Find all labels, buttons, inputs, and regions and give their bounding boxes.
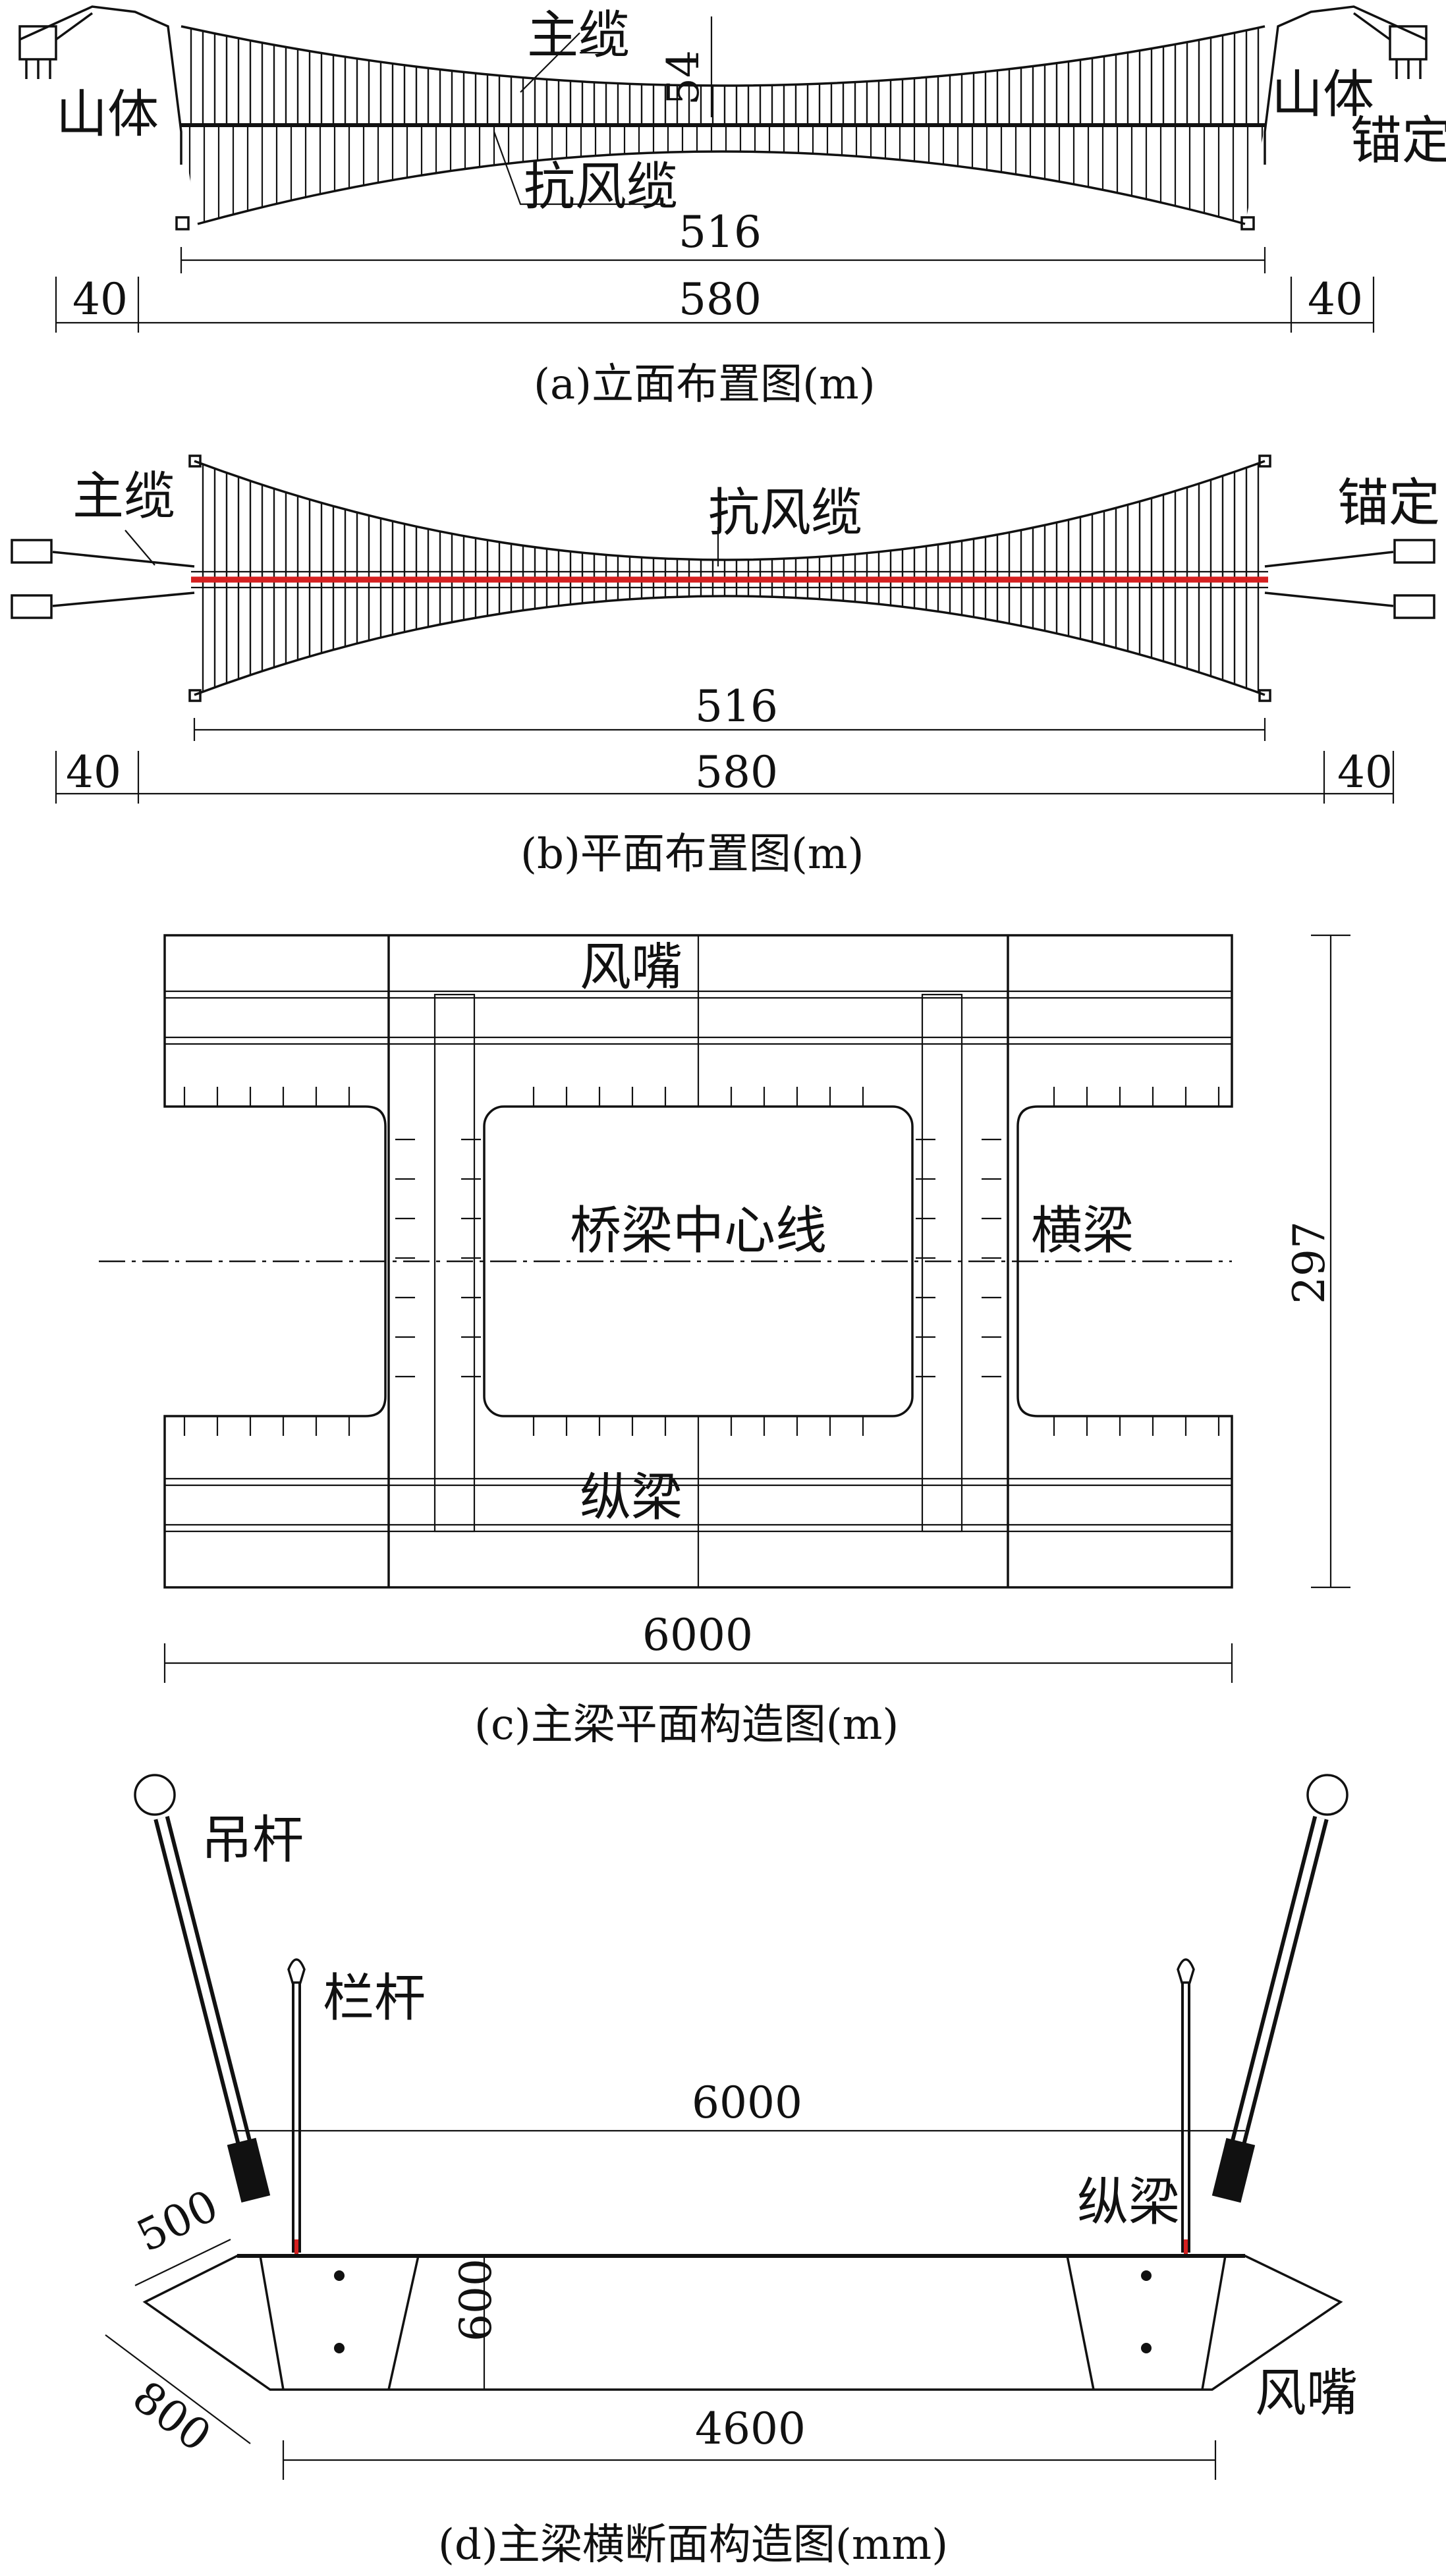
main-cable-plan-l1 bbox=[52, 551, 195, 568]
main-cable bbox=[181, 25, 1265, 87]
dim-40-right-b: 40 bbox=[1337, 747, 1393, 798]
dim-800: 800 bbox=[123, 2371, 220, 2461]
hanger-right bbox=[1211, 1774, 1349, 2203]
label-wind-nose-d: 风嘴 bbox=[1255, 2364, 1358, 2423]
wind-cable-bottom bbox=[194, 595, 1265, 696]
wind-cable-top bbox=[194, 460, 1265, 561]
caption-b: (b)平面布置图(m) bbox=[520, 830, 864, 879]
anchor-left-icon bbox=[18, 12, 94, 79]
label-mountain-right: 山体 bbox=[1271, 65, 1374, 124]
deck-outline bbox=[163, 934, 1233, 1589]
railing-left bbox=[287, 1958, 306, 2256]
label-main-cable: 主缆 bbox=[527, 6, 630, 65]
main-cable-plan-r1 bbox=[1264, 551, 1394, 568]
panel-a-elevation: 主缆 山体 山体 锚定 抗风缆 54 516 40 580 40 (a)立面布置… bbox=[18, 5, 1446, 409]
dim-4600: 4600 bbox=[695, 2403, 806, 2454]
dim-297: 297 bbox=[1284, 1221, 1335, 1304]
dim-580-b: 580 bbox=[695, 747, 778, 798]
dim-516-b: 516 bbox=[695, 681, 778, 732]
main-cable-plan-l2 bbox=[52, 591, 195, 607]
label-railing: 栏杆 bbox=[323, 1969, 426, 2028]
label-cross-beam: 横梁 bbox=[1031, 1201, 1134, 1261]
mountain-right bbox=[1264, 5, 1427, 165]
dim-500: 500 bbox=[129, 2180, 226, 2262]
panel-d-cross-section: 6000 500 800 600 4600 吊杆 栏杆 纵梁 风嘴 (d)主梁横… bbox=[105, 1774, 1358, 2569]
dim-40-left-b: 40 bbox=[66, 747, 121, 798]
panel-b-plan: 主缆 抗风缆 锚定 516 40 580 40 (b)平面布置图(m) bbox=[11, 454, 1440, 879]
dim-516-a: 516 bbox=[679, 207, 762, 258]
dim-580-a: 580 bbox=[679, 274, 762, 325]
label-long-beam-d: 纵梁 bbox=[1077, 2173, 1180, 2232]
railing-right bbox=[1177, 1958, 1195, 2256]
dim-600: 600 bbox=[451, 2259, 501, 2342]
dim-40-right-a: 40 bbox=[1308, 274, 1363, 325]
label-main-cable-b: 主缆 bbox=[72, 467, 175, 526]
plan-top-hatch bbox=[194, 461, 1265, 580]
anchor-plan-lt bbox=[11, 539, 53, 564]
wind-anchor-right bbox=[1240, 216, 1255, 231]
cross-beam-right bbox=[921, 993, 963, 1533]
label-long-beam-c: 纵梁 bbox=[580, 1468, 682, 1527]
anchor-plan-lb bbox=[11, 594, 53, 619]
rib-ticks bbox=[183, 1087, 1220, 1436]
cross-beam-left bbox=[433, 993, 476, 1533]
dim-sag: 54 bbox=[658, 50, 709, 105]
caption-a: (a)立面布置图(m) bbox=[534, 360, 876, 409]
anchor-right-icon bbox=[1352, 12, 1428, 79]
hanger-left bbox=[134, 1774, 271, 2203]
panel-c-deck-plan: 风嘴 桥梁中心线 横梁 纵梁 297 6000 (c)主梁平面构造图(m) bbox=[99, 934, 1350, 1749]
anchor-plan-rt bbox=[1393, 539, 1435, 564]
plan-bottom-hatch bbox=[194, 580, 1265, 695]
dim-6000-d: 6000 bbox=[692, 2077, 802, 2128]
caption-c: (c)主梁平面构造图(m) bbox=[474, 1701, 899, 1749]
label-anchor-b: 锚定 bbox=[1337, 474, 1440, 533]
label-wind-cable-b: 抗风缆 bbox=[708, 483, 862, 543]
dim-6000-c: 6000 bbox=[642, 1610, 753, 1660]
main-cable-plan-r2 bbox=[1264, 591, 1394, 607]
label-wind-nose-c: 风嘴 bbox=[580, 938, 682, 997]
label-mountain-left: 山体 bbox=[56, 85, 159, 144]
wind-cable-ties bbox=[181, 126, 1265, 224]
label-anchor-a: 锚定 bbox=[1350, 111, 1446, 171]
label-wind-cable-a: 抗风缆 bbox=[524, 157, 678, 217]
caption-d: (d)主梁横断面构造图(mm) bbox=[438, 2521, 948, 2569]
leader-main-cable bbox=[520, 32, 580, 93]
bolts bbox=[334, 2270, 1152, 2353]
wind-cable-elev bbox=[197, 150, 1246, 225]
main-cable-hangers bbox=[181, 26, 1265, 125]
anchor-plan-rb bbox=[1393, 594, 1435, 619]
label-centerline: 桥梁中心线 bbox=[570, 1201, 827, 1261]
mountain-left bbox=[19, 5, 182, 165]
deck-section-outline bbox=[142, 2255, 1343, 2391]
leader-wind-cable bbox=[493, 131, 665, 206]
wind-anchor-left bbox=[175, 216, 190, 231]
label-hanger: 吊杆 bbox=[201, 1811, 304, 1870]
dim-40-left-a: 40 bbox=[72, 274, 128, 325]
